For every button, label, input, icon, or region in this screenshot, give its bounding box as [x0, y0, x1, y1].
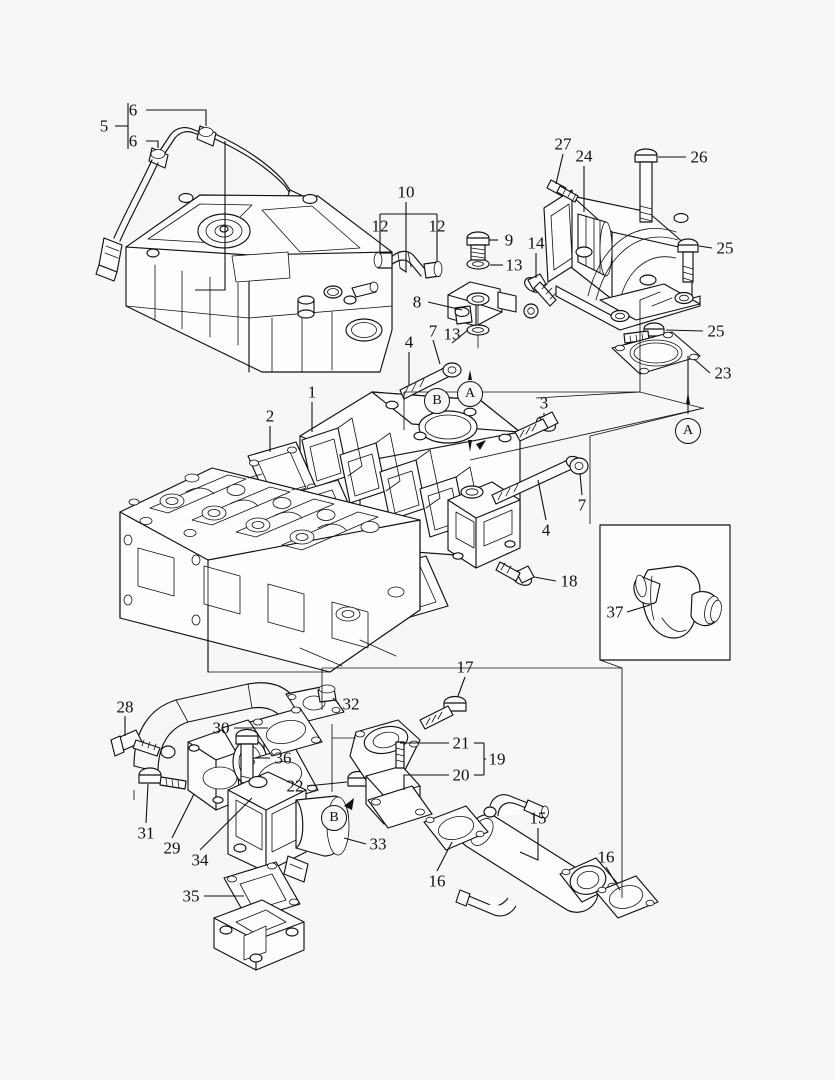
callout-1: 1 — [307, 382, 317, 402]
reference-mark-a-1: A — [457, 381, 483, 407]
callout-6-b: 6 — [128, 131, 138, 151]
callout-15: 15 — [529, 808, 547, 828]
reference-mark-a-2: A — [675, 418, 701, 444]
part-cylinder-head — [119, 467, 421, 673]
part-bolts-3-4-7 — [399, 362, 589, 586]
part-pipe-assembly-10 — [373, 250, 443, 279]
callout-13-b: 13 — [443, 324, 461, 344]
callout-19: 19 — [488, 749, 506, 769]
leader-lines — [115, 103, 713, 897]
callout-2: 2 — [265, 406, 275, 426]
callout-20: 20 — [452, 765, 470, 785]
callout-3: 3 — [539, 393, 549, 413]
callout-14: 14 — [527, 233, 545, 253]
callout-22: 22 — [286, 776, 304, 796]
callout-36: 36 — [274, 748, 292, 768]
inset-box-37 — [599, 524, 731, 661]
reference-arrows — [344, 370, 690, 810]
part-egr-cooler-24 — [543, 148, 701, 375]
callout-33: 33 — [369, 834, 387, 854]
callout-29: 29 — [163, 838, 181, 858]
callout-5: 5 — [99, 116, 109, 136]
part-sensor-harness — [95, 125, 304, 282]
reference-mark-b-1: B — [424, 388, 450, 414]
callout-18: 18 — [560, 571, 578, 591]
callout-4-b: 4 — [541, 520, 551, 540]
callout-16-b: 16 — [597, 847, 615, 867]
callout-9: 9 — [504, 230, 514, 250]
callout-27: 27 — [554, 134, 572, 154]
callout-16-a: 16 — [428, 871, 446, 891]
callout-37: 37 — [606, 602, 624, 622]
part-intake-manifold — [299, 391, 521, 569]
callout-4-a: 4 — [404, 332, 414, 352]
callout-25-b: 25 — [707, 321, 725, 341]
callout-12-a: 12 — [371, 216, 389, 236]
reference-mark-b-2: B — [321, 805, 347, 831]
callout-26: 26 — [690, 147, 708, 167]
callout-10: 10 — [397, 182, 415, 202]
callout-6-a: 6 — [128, 100, 138, 120]
callout-28: 28 — [116, 697, 134, 717]
callout-23: 23 — [714, 363, 732, 383]
part-valve-body-8 — [447, 231, 557, 349]
part-egr-valve-19 — [349, 695, 467, 829]
callout-12-b: 12 — [428, 216, 446, 236]
callout-21: 21 — [452, 733, 470, 753]
callout-35: 35 — [182, 886, 200, 906]
callout-34: 34 — [191, 850, 209, 870]
callout-17: 17 — [456, 657, 474, 677]
callout-30: 30 — [212, 718, 230, 738]
part-egr-valve-33 — [213, 770, 391, 971]
callout-13-a: 13 — [505, 255, 523, 275]
callout-25-a: 25 — [716, 238, 734, 258]
callout-7-a: 7 — [428, 321, 438, 341]
callout-31: 31 — [137, 823, 155, 843]
callout-32: 32 — [342, 694, 360, 714]
callout-8: 8 — [412, 292, 422, 312]
part-egr-cooler-15 — [423, 794, 659, 919]
part-valve-cover — [125, 192, 393, 373]
callout-24: 24 — [575, 146, 593, 166]
callout-7-b: 7 — [577, 495, 587, 515]
